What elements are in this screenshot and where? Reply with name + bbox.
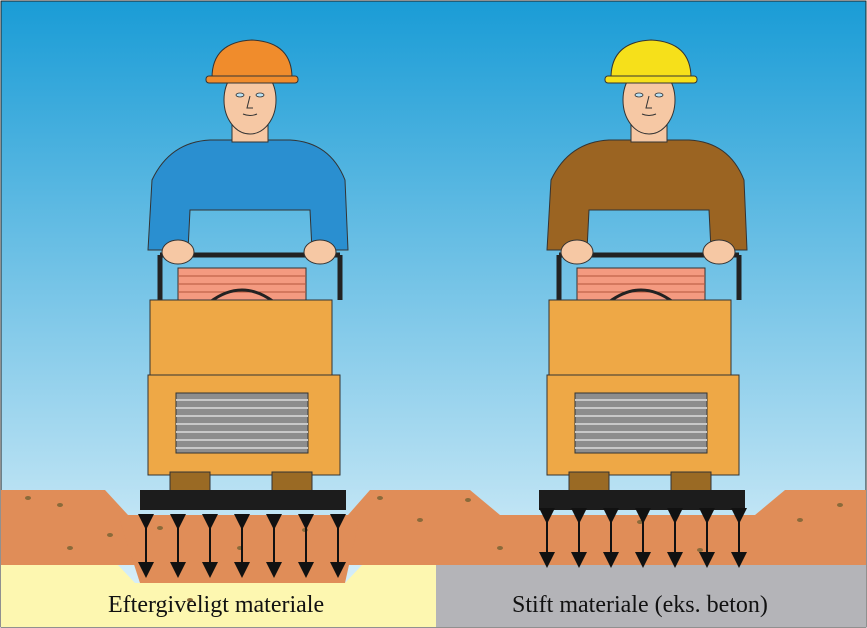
worker-helmet-brim [206, 76, 298, 83]
worker-eye [256, 93, 264, 97]
caption-hard-material: Stift materiale (eks. beton) [512, 592, 768, 619]
machine-vent [575, 393, 707, 453]
pebble [107, 533, 113, 537]
pebble [25, 496, 31, 500]
worker-hand [162, 240, 194, 264]
machine-vent [176, 393, 308, 453]
machine-base-plate [539, 490, 745, 510]
machine-base-plate [140, 490, 346, 510]
machine-spring-mount [170, 472, 210, 492]
pebble [697, 548, 703, 552]
worker-eye [635, 93, 643, 97]
machine-upper-body [549, 300, 731, 375]
pebble [497, 546, 503, 550]
pebble [837, 503, 843, 507]
pebble [67, 546, 73, 550]
pebble [377, 496, 383, 500]
worker-hand [304, 240, 336, 264]
pebble [465, 498, 471, 502]
caption-soft-material: Eftergiveligt materiale [108, 592, 324, 619]
machine-spring-mount [569, 472, 609, 492]
machine-engine-cover [178, 268, 306, 304]
worker-helmet-brim [605, 76, 697, 83]
worker-hand [703, 240, 735, 264]
worker-eye [655, 93, 663, 97]
pebble [57, 503, 63, 507]
machine-upper-body [150, 300, 332, 375]
machine-engine-cover [577, 268, 705, 304]
pebble [417, 518, 423, 522]
pebble [157, 526, 163, 530]
pebble [797, 518, 803, 522]
worker-hand [561, 240, 593, 264]
machine-spring-mount [272, 472, 312, 492]
machine-spring-mount [671, 472, 711, 492]
worker-eye [236, 93, 244, 97]
